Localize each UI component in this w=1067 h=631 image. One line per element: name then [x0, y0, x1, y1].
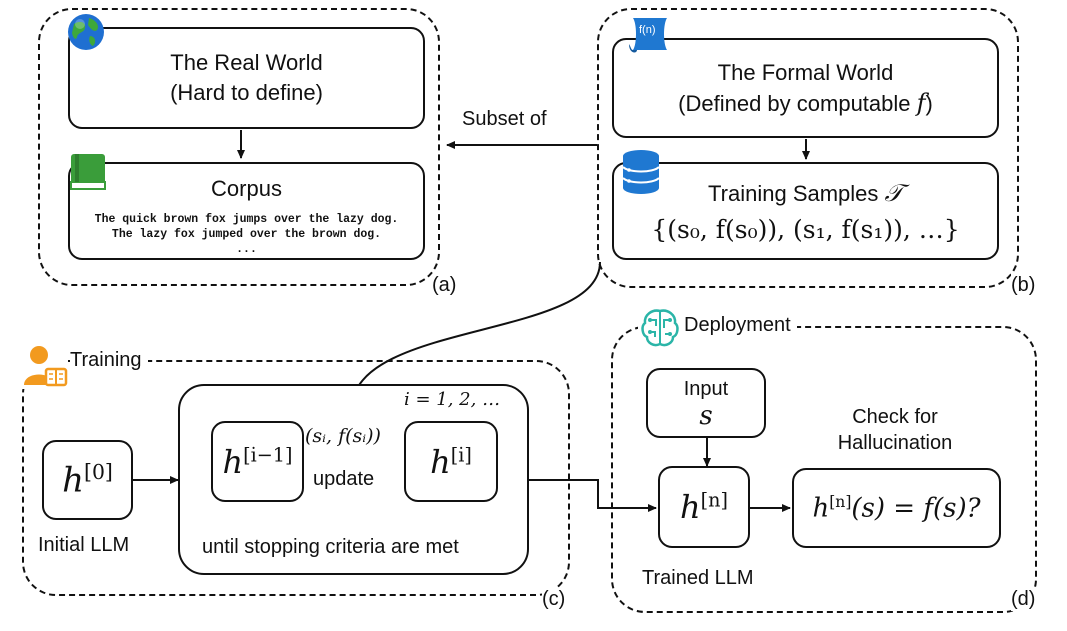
corpus-box: Corpus The quick brown fox jumps over th…: [68, 162, 425, 260]
next-model-box: h[i]: [404, 421, 498, 502]
training-title: Training: [70, 349, 148, 372]
formal-world-subtitle-prefix: (Defined by computable: [678, 90, 917, 116]
scroll-function-text: f(n): [639, 24, 656, 36]
training-samples-heading: Training Samples 𝒯: [708, 178, 903, 209]
subset-of-label: Subset of: [462, 108, 547, 131]
corpus-title: Corpus: [211, 176, 282, 201]
hallucination-check-box: h[n](s) = f(s)?: [792, 468, 1001, 548]
initial-llm-symbol: h[0]: [62, 460, 113, 500]
input-label: Input: [683, 378, 729, 400]
check-line-1: Check for: [852, 406, 938, 428]
trained-llm-caption: Trained LLM: [642, 567, 754, 590]
panel-c-frame: [22, 360, 570, 596]
database-icon: [619, 148, 663, 196]
check-expr: (s) = f(s)?: [851, 493, 981, 524]
training-samples-title: Training Samples: [708, 181, 879, 206]
globe-icon: [66, 12, 106, 52]
training-samples-set: {(s₀, f(s₀)), (s₁, f(s₁)), …}: [651, 215, 960, 244]
input-var: s: [699, 401, 713, 431]
real-world-title: The Real World: [170, 50, 323, 75]
initial-llm-h: h: [62, 460, 84, 501]
trained-llm-h: h: [680, 488, 701, 526]
scroll-function-icon: f(n): [623, 14, 671, 56]
panel-a-label: (a): [432, 274, 457, 297]
corpus-line-3: ...: [236, 243, 257, 256]
panel-d-label: (d): [1011, 588, 1036, 611]
next-model-sup: [i]: [450, 442, 472, 466]
next-model-symbol: h[i]: [430, 443, 472, 481]
formal-world-title: The Formal World: [717, 59, 894, 85]
real-world-box: The Real World (Hard to define): [68, 27, 425, 129]
panel-b-frame: [597, 8, 1019, 288]
brain-circuit-icon: [638, 306, 682, 350]
panel-a-frame: [38, 8, 440, 286]
formal-world-subtitle-suffix: ): [925, 90, 933, 116]
prev-model-h: h: [222, 442, 244, 481]
initial-llm-box: h[0]: [42, 440, 133, 520]
prev-model-sup: [i−1]: [243, 442, 293, 466]
panel-b-label: (b): [1011, 274, 1036, 297]
check-line-2: Hallucination: [837, 432, 953, 454]
formal-world-fn: f: [916, 88, 926, 117]
training-pair: (sᵢ, f(sᵢ)): [305, 425, 381, 447]
training-samples-box: Training Samples 𝒯 {(s₀, f(s₀)), (s₁, f(…: [612, 162, 999, 260]
corpus-line-1: The quick brown fox jumps over the lazy …: [94, 213, 399, 226]
prev-model-symbol: h[i−1]: [222, 443, 292, 481]
arrow-samples-to-loop: [347, 261, 601, 411]
next-model-h: h: [430, 442, 451, 481]
formal-world-subtitle: (Defined by computable f): [678, 88, 933, 119]
real-world-subtitle: (Hard to define): [170, 80, 323, 105]
initial-llm-caption: Initial LLM: [38, 534, 130, 557]
panel-c-label: (c): [542, 588, 566, 611]
formal-world-box: The Formal World (Defined by computable …: [612, 38, 999, 138]
loop-index: i = 1, 2, …: [404, 389, 501, 410]
update-label: update: [313, 468, 375, 490]
trained-llm-symbol: h[n]: [680, 488, 728, 526]
input-box: Input s: [646, 368, 766, 438]
trained-llm-box: h[n]: [658, 466, 750, 548]
check-caption: Check for Hallucination: [815, 404, 975, 456]
stopping-criteria-caption: until stopping criteria are met: [202, 536, 459, 558]
panel-d-frame: [611, 326, 1037, 613]
book-icon: [67, 152, 111, 192]
initial-llm-sup: [0]: [84, 459, 113, 484]
training-samples-symbol: 𝒯: [884, 179, 903, 207]
arrow-loop-to-trained: [529, 479, 657, 512]
corpus-line-2: The lazy fox jumped over the brown dog.: [111, 228, 382, 241]
hallucination-check-expr: h[n](s) = f(s)?: [812, 493, 980, 524]
trainer-icon: [22, 343, 68, 389]
check-h: h: [812, 493, 830, 524]
deployment-title: Deployment: [684, 314, 797, 337]
prev-model-box: h[i−1]: [211, 421, 304, 502]
check-sup: [n]: [829, 492, 852, 511]
trained-llm-sup: [n]: [700, 488, 728, 512]
